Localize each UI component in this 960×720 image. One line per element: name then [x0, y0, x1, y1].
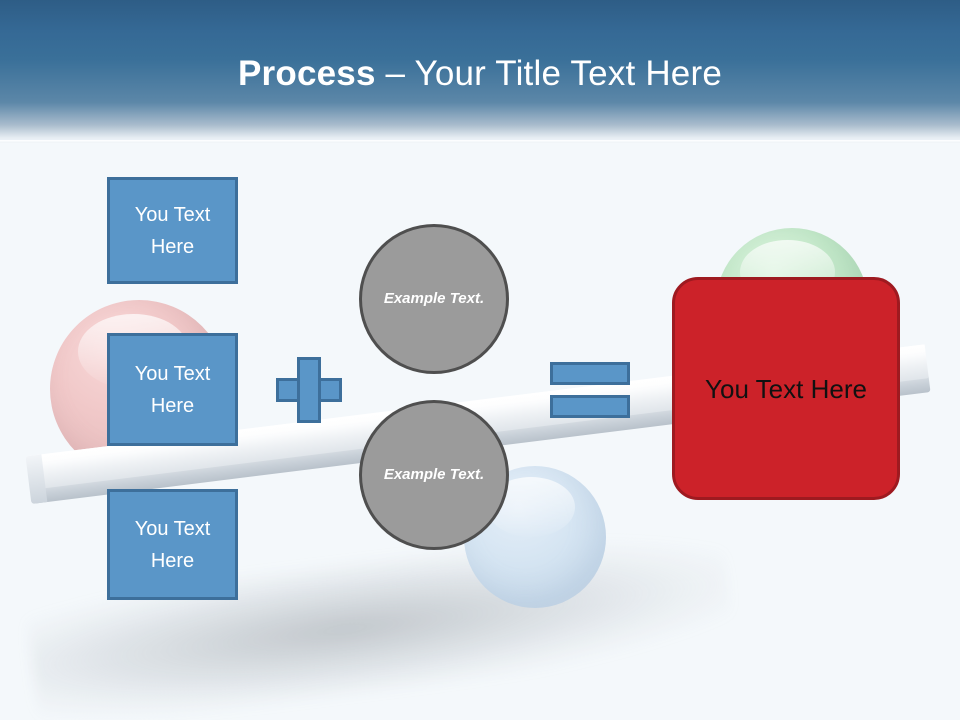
- header-underline: [0, 140, 960, 143]
- plus-icon: [276, 357, 342, 423]
- equals-icon: [550, 362, 630, 418]
- result-box[interactable]: You Text Here: [672, 277, 900, 500]
- example-circle-1-label: Example Text.: [383, 290, 485, 307]
- page-title-rest: – Your Title Text Here: [375, 54, 722, 93]
- equals-icon-top-bar: [550, 362, 630, 385]
- plus-icon-center-fill: [300, 381, 318, 399]
- header-band: [0, 0, 960, 142]
- example-circle-2-label: Example Text.: [383, 466, 485, 483]
- page-title-bold: Process: [238, 54, 376, 93]
- result-box-label: You Text Here: [705, 373, 867, 404]
- input-box-1-label: You Text Here: [134, 203, 211, 258]
- input-box-3-label: You Text Here: [134, 517, 211, 572]
- page-title: Process – Your Title Text Here: [0, 52, 960, 96]
- input-box-2-label: You Text Here: [134, 362, 211, 417]
- input-box-1[interactable]: You Text Here: [107, 177, 238, 284]
- equals-icon-bottom-bar: [550, 395, 630, 418]
- example-circle-2[interactable]: Example Text.: [359, 400, 509, 550]
- input-box-3[interactable]: You Text Here: [107, 489, 238, 600]
- example-circle-1[interactable]: Example Text.: [359, 224, 509, 374]
- input-box-2[interactable]: You Text Here: [107, 333, 238, 446]
